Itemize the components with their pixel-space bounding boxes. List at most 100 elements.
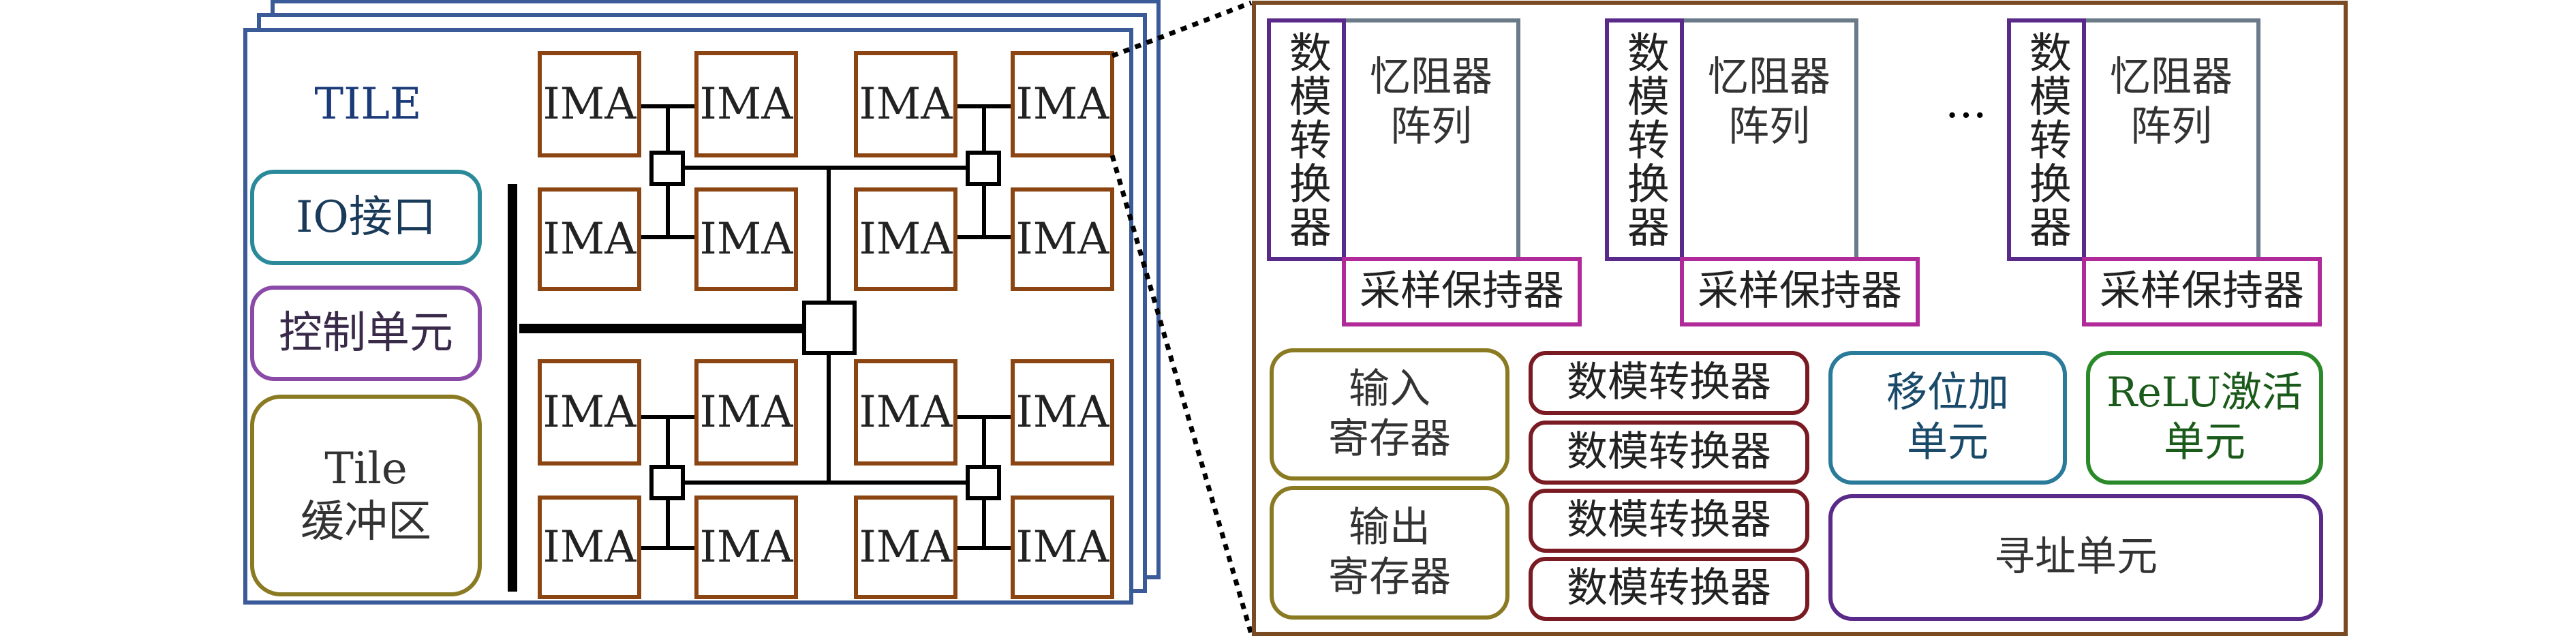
ima-label: IMA: [859, 78, 953, 129]
ima-label: IMA: [699, 521, 793, 573]
dac-vertical-label: 数模转换器: [1281, 31, 1332, 249]
ima-box: [854, 496, 957, 599]
sample-hold-label: 采样保持器: [1360, 267, 1564, 316]
memristor-array-label: 忆阻器 阵列: [1682, 20, 1856, 184]
dac-vertical-label: 数模转换器: [1619, 31, 1670, 249]
ima-label: IMA: [542, 213, 637, 264]
ima-label: IMA: [1015, 78, 1109, 129]
ima-label: IMA: [859, 213, 953, 264]
ima-label: IMA: [699, 386, 793, 438]
ima-box: [694, 359, 798, 466]
memristor-array-line1: 忆阻器: [1370, 52, 1492, 101]
ima-box: [538, 496, 641, 599]
shift-add-box: [1828, 351, 2067, 485]
ima-label: IMA: [1015, 521, 1109, 573]
ima-box: [538, 359, 641, 466]
ima-box: [538, 187, 641, 291]
memristor-array-line2: 阵列: [1390, 103, 1472, 151]
sample-hold-label: 采样保持器: [1698, 267, 1902, 316]
sample-hold-box: [1342, 257, 1582, 326]
io-interface-box: [250, 170, 482, 265]
ima-label: IMA: [542, 521, 637, 573]
tile-buffer-line1: Tile: [324, 443, 408, 494]
sample-hold-box: [2082, 257, 2322, 326]
relu-line1: ReLU激活: [2106, 368, 2303, 416]
memristor-array-label: 忆阻器 阵列: [2084, 20, 2258, 184]
dac-row-label-1: 数模转换器: [1567, 359, 1771, 407]
ima-label: IMA: [542, 386, 637, 438]
memristor-array-line2: 阵列: [1728, 103, 1810, 151]
input-register-label: 输入 寄存器: [1272, 350, 1507, 478]
input-register-line1: 输入: [1349, 365, 1430, 413]
tile-buffer-label: Tile 缓冲区: [252, 397, 480, 594]
ima-label: IMA: [542, 78, 637, 129]
shift-add-line1: 移位加: [1886, 368, 2009, 416]
io-interface-label: IO接口: [296, 192, 436, 243]
ima-box: [1011, 187, 1114, 291]
memristor-array-label: 忆阻器 阵列: [1344, 20, 1518, 184]
control-unit-box: [250, 286, 482, 381]
ima-box: [1011, 51, 1114, 157]
input-register-box: [1270, 348, 1509, 481]
relu-box: [2086, 351, 2323, 485]
address-unit-label: 寻址单元: [1994, 533, 2158, 581]
dac-row-box-1: [1529, 351, 1809, 415]
address-unit-box: [1828, 494, 2323, 621]
ima-box: [1011, 496, 1114, 599]
output-register-line1: 输出: [1349, 503, 1430, 551]
dac-row-label-4: 数模转换器: [1567, 564, 1771, 613]
dac-row-label-3: 数模转换器: [1567, 496, 1771, 545]
relu-line2: 单元: [2164, 418, 2245, 466]
memristor-array-line1: 忆阻器: [1708, 52, 1830, 101]
shift-add-label: 移位加 单元: [1830, 353, 2065, 483]
router-center: [802, 301, 857, 355]
ima-box: [854, 187, 957, 291]
ima-box: [694, 496, 798, 599]
tile-title: TILE: [314, 78, 422, 129]
crossbar-units: [1267, 18, 2322, 326]
dac-vertical-box: [2007, 18, 2086, 261]
dac-vertical-box: [1267, 18, 1346, 261]
dac-row-box-4: [1529, 557, 1809, 621]
shift-add-line2: 单元: [1907, 418, 1989, 466]
dac-row-box-3: [1529, 489, 1809, 553]
control-unit-label: 控制单元: [279, 307, 453, 359]
ima-label: IMA: [1015, 213, 1109, 264]
memristor-array-line2: 阵列: [2130, 103, 2212, 151]
router-top-left: [649, 151, 685, 186]
zoom-line-top: [1111, 0, 1253, 59]
ima-label: IMA: [859, 386, 953, 438]
zoom-line-bottom: [1109, 155, 1254, 635]
dac-vertical-box: [1605, 18, 1684, 261]
output-register-box: [1270, 486, 1509, 620]
sample-hold-box: [1680, 257, 1920, 326]
ima-label: IMA: [699, 213, 793, 264]
router-bottom-right: [966, 465, 1001, 500]
dac-row-label-2: 数模转换器: [1567, 428, 1771, 476]
sample-hold-label: 采样保持器: [2100, 267, 2304, 316]
ellipsis: ···: [1945, 90, 1987, 141]
ima-label: IMA: [699, 78, 793, 129]
output-register-line2: 寄存器: [1328, 553, 1451, 601]
tile-buffer-line2: 缓冲区: [301, 497, 431, 547]
ima-box: [1011, 359, 1114, 466]
dac-row-box-2: [1529, 421, 1809, 485]
dac-vertical-label: 数模转换器: [2021, 31, 2072, 249]
router-top-right: [966, 151, 1001, 186]
memristor-array-line1: 忆阻器: [2110, 52, 2233, 101]
relu-label: ReLU激活 单元: [2088, 353, 2321, 483]
ima-box: [854, 359, 957, 466]
ima-box: [538, 51, 641, 157]
router-bottom-left: [649, 465, 685, 500]
input-register-line2: 寄存器: [1328, 415, 1451, 463]
ima-grid: [538, 51, 1114, 599]
ima-box: [694, 187, 798, 291]
ima-label: IMA: [1015, 386, 1109, 438]
tile-buffer-box: [250, 395, 482, 596]
ima-label: IMA: [859, 521, 953, 573]
ima-box: [694, 51, 798, 157]
output-register-label: 输出 寄存器: [1272, 488, 1507, 618]
ima-box: [854, 51, 957, 157]
